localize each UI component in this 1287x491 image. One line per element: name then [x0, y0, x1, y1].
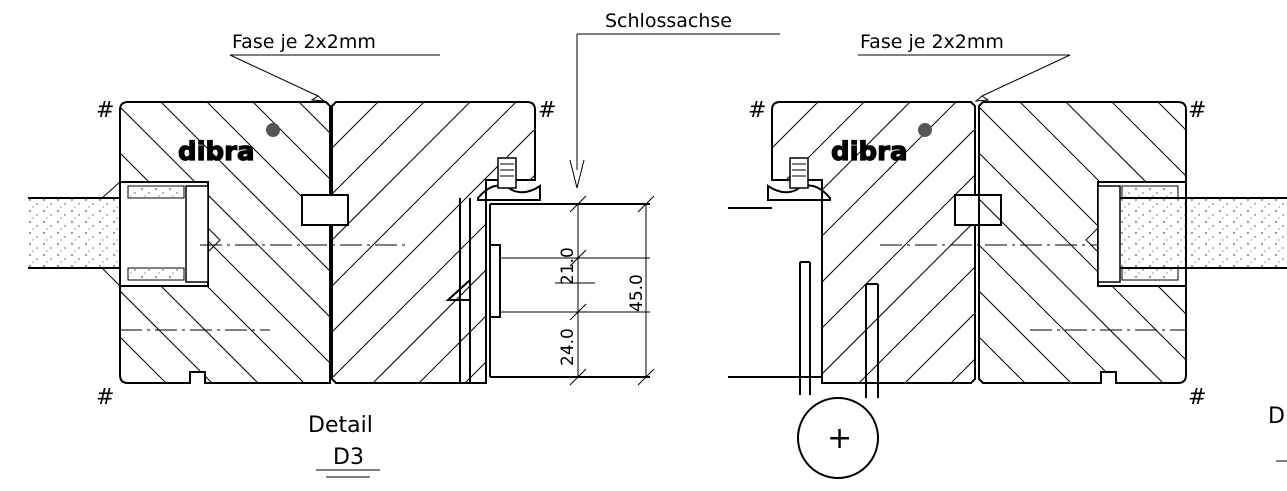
hatch-line	[979, 102, 1186, 383]
hatch-line	[979, 102, 1164, 383]
hatch-line	[332, 102, 517, 383]
left-glazing-bead	[100, 180, 221, 288]
hatch-line	[160, 102, 330, 383]
hatch-line	[120, 102, 330, 383]
left-chamfer-note: Fase je 2x2mm	[232, 31, 376, 53]
dimension-45: 45.0	[627, 274, 647, 312]
hatch-line	[772, 102, 865, 383]
hatch-line	[483, 102, 764, 383]
hatch-line	[510, 102, 535, 383]
hatch-line	[979, 102, 1118, 383]
hinge-symbol: +	[827, 421, 852, 456]
detail-label: Detail	[308, 413, 373, 438]
lock-axis-note: Schlossachse	[605, 10, 732, 32]
hatch-line	[772, 102, 819, 383]
hatch-line	[787, 102, 1068, 383]
left-section: 21.0 24.0 45.0 Fase je 2x2mm Schlossachs…	[28, 10, 1068, 478]
hatch-line	[772, 102, 957, 383]
hatch-line	[120, 102, 330, 383]
left-logo: dibra	[178, 137, 255, 167]
hatch-line	[252, 102, 330, 383]
right-section: + Fase je 2x2mm dibra # # # D	[728, 31, 1287, 479]
hatch-line	[1065, 102, 1186, 383]
left-lock-strike	[445, 198, 650, 383]
hatch-line	[557, 102, 838, 383]
hatch-line	[979, 102, 1072, 383]
right-hash-bottom-right: #	[1188, 385, 1206, 410]
hatch-line	[391, 102, 672, 383]
hatch-line	[464, 102, 535, 383]
hatch-line	[1111, 102, 1186, 383]
hatch-line	[332, 102, 535, 383]
hatch-line	[332, 102, 535, 383]
hatch-line	[772, 102, 975, 383]
hatch-line	[812, 102, 975, 383]
right-detail-label-partial: D	[1268, 404, 1285, 429]
hatch-line	[372, 102, 535, 383]
hatch-line	[772, 102, 773, 383]
right-chamfer-note: Fase je 2x2mm	[860, 31, 1004, 53]
hatch-line	[332, 102, 425, 383]
left-hash-bottom-left: #	[96, 385, 114, 410]
hatch-line	[332, 102, 471, 383]
hatch-line	[772, 102, 911, 383]
hatch-line	[904, 102, 975, 383]
hatch-line	[575, 102, 856, 383]
hatch-line	[206, 102, 330, 383]
left-seal	[477, 157, 541, 201]
right-hash-top-right: #	[1188, 98, 1206, 123]
right-seal	[767, 157, 831, 201]
right-logo-mark	[918, 123, 932, 137]
left-hash-top-left: #	[96, 98, 114, 123]
left-dimensions: 21.0 24.0 45.0	[555, 195, 655, 386]
hatch-line	[418, 102, 535, 383]
hatch-line	[298, 102, 330, 383]
right-logo: dibra	[831, 137, 908, 167]
left-leaf-block	[301, 101, 1068, 384]
right-hinge: +	[797, 261, 879, 479]
dimension-21: 21.0	[558, 247, 578, 285]
left-logo-mark	[266, 123, 280, 137]
detail-id: D3	[333, 445, 364, 470]
hatch-line	[858, 102, 975, 383]
right-hash-top-left: #	[748, 98, 766, 123]
right-panel-infill	[1120, 197, 1287, 269]
dimension-24: 24.0	[558, 328, 578, 366]
left-hash-top-right: #	[538, 98, 556, 123]
hatch-line	[120, 102, 213, 383]
hatch-line	[120, 102, 259, 383]
